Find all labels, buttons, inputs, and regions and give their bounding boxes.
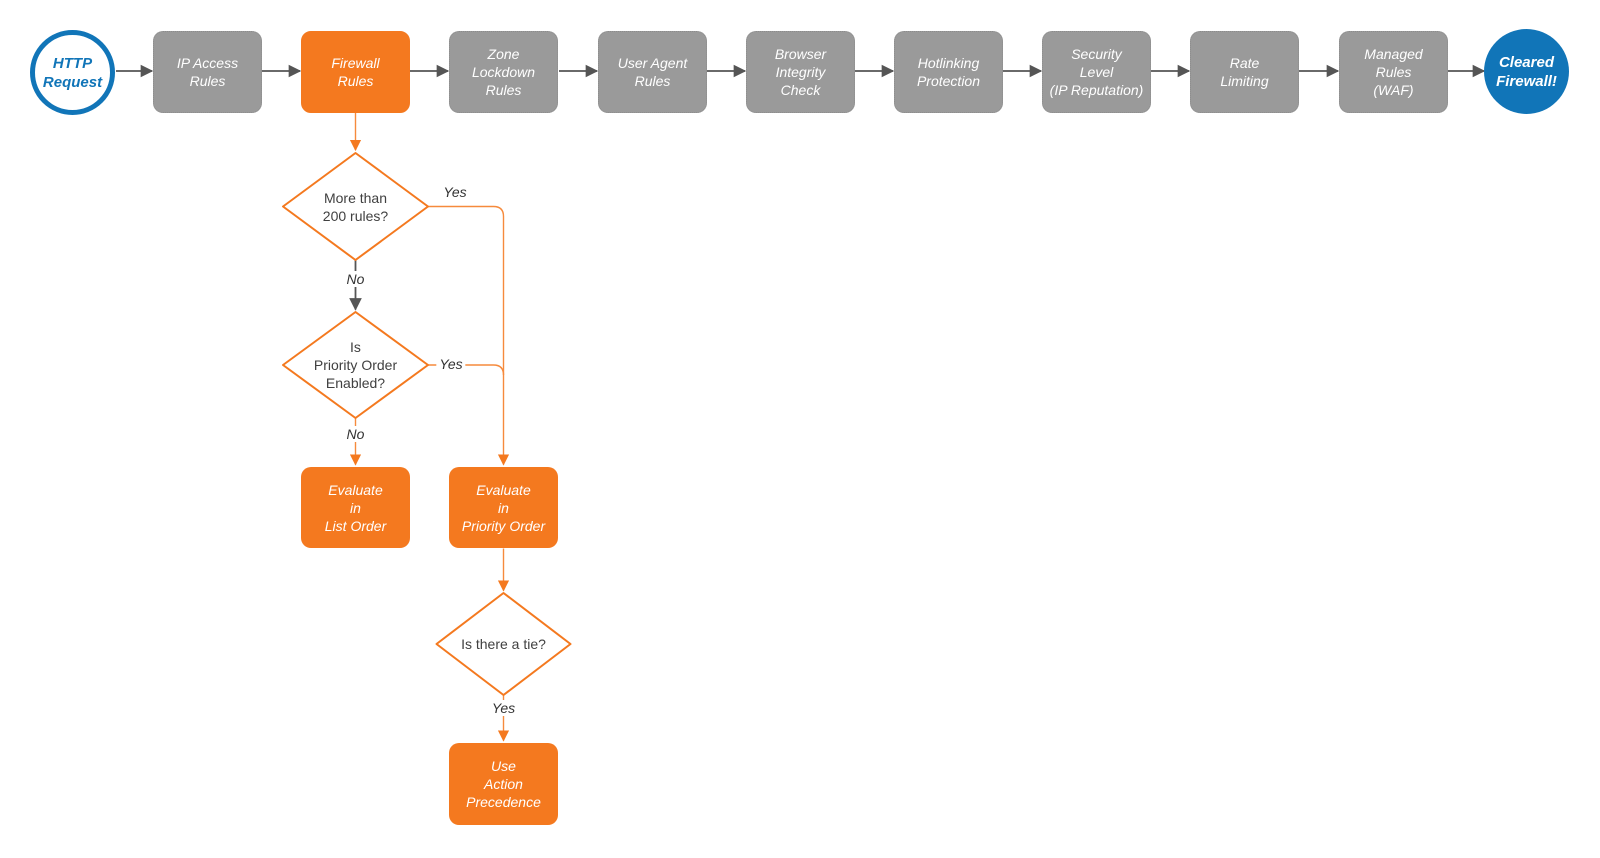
process-label: Managed Rules (WAF) <box>1364 46 1423 98</box>
process-ip-access-rules: IP Access Rules <box>153 31 262 113</box>
decision-priority-order-enabled-label: Is Priority Order Enabled? <box>313 339 398 391</box>
start-node-http-request: HTTP Request <box>30 30 115 115</box>
process-label: Zone Lockdown Rules <box>471 46 536 98</box>
process-evaluate-in-list-order: Evaluate in List Order <box>301 467 410 548</box>
decision-priority-order-enabled-shape <box>282 311 429 419</box>
start-node-label: HTTP Request <box>42 54 103 91</box>
process-security-level-ip-reputation: Security Level (IP Reputation) <box>1042 31 1151 113</box>
decision-more-than-200-rules-label: More than 200 rules? <box>322 189 389 224</box>
process-browser-integrity-check: Browser Integrity Check <box>746 31 855 113</box>
decision-is-there-a-tie-label: Is there a tie? <box>461 636 546 652</box>
edge-label-yes: Yes <box>436 356 466 372</box>
process-use-action-precedence: Use Action Precedence <box>449 743 558 825</box>
process-label: Hotlinking Protection <box>916 55 981 89</box>
process-label: Security Level (IP Reputation) <box>1049 46 1144 98</box>
end-node-label: Cleared Firewall! <box>1496 53 1557 90</box>
process-label: IP Access Rules <box>176 55 239 89</box>
edge-label-yes: Yes <box>440 184 470 200</box>
decision-more-than-200-rules-shape <box>282 152 429 261</box>
end-node-cleared-firewall: Cleared Firewall! <box>1484 29 1569 114</box>
process-label: Firewall Rules <box>331 55 380 89</box>
edge-priority-yes-merge <box>428 364 505 376</box>
process-label: Rate Limiting <box>1220 55 1269 89</box>
edge-label-yes: Yes <box>488 700 519 716</box>
process-label: Use Action Precedence <box>466 758 541 810</box>
process-zone-lockdown-rules: Zone Lockdown Rules <box>449 31 558 113</box>
process-label: Browser Integrity Check <box>774 46 827 98</box>
process-label: User Agent Rules <box>617 55 688 89</box>
process-rate-limiting: Rate Limiting <box>1190 31 1299 113</box>
edge-label-no: No <box>343 426 368 442</box>
process-user-agent-rules: User Agent Rules <box>598 31 707 113</box>
process-hotlinking-protection: Hotlinking Protection <box>894 31 1003 113</box>
edge-label-no: No <box>343 271 368 287</box>
process-label: Evaluate in List Order <box>324 481 387 534</box>
decision-is-there-a-tie-shape <box>435 592 572 696</box>
process-firewall-rules: Firewall Rules <box>301 31 410 113</box>
process-evaluate-in-priority-order: Evaluate in Priority Order <box>449 467 558 548</box>
process-label: Evaluate in Priority Order <box>461 481 546 534</box>
process-managed-rules-waf: Managed Rules (WAF) <box>1339 31 1448 113</box>
edge-rule-count-yes-to-evaluate-priority <box>428 205 510 466</box>
